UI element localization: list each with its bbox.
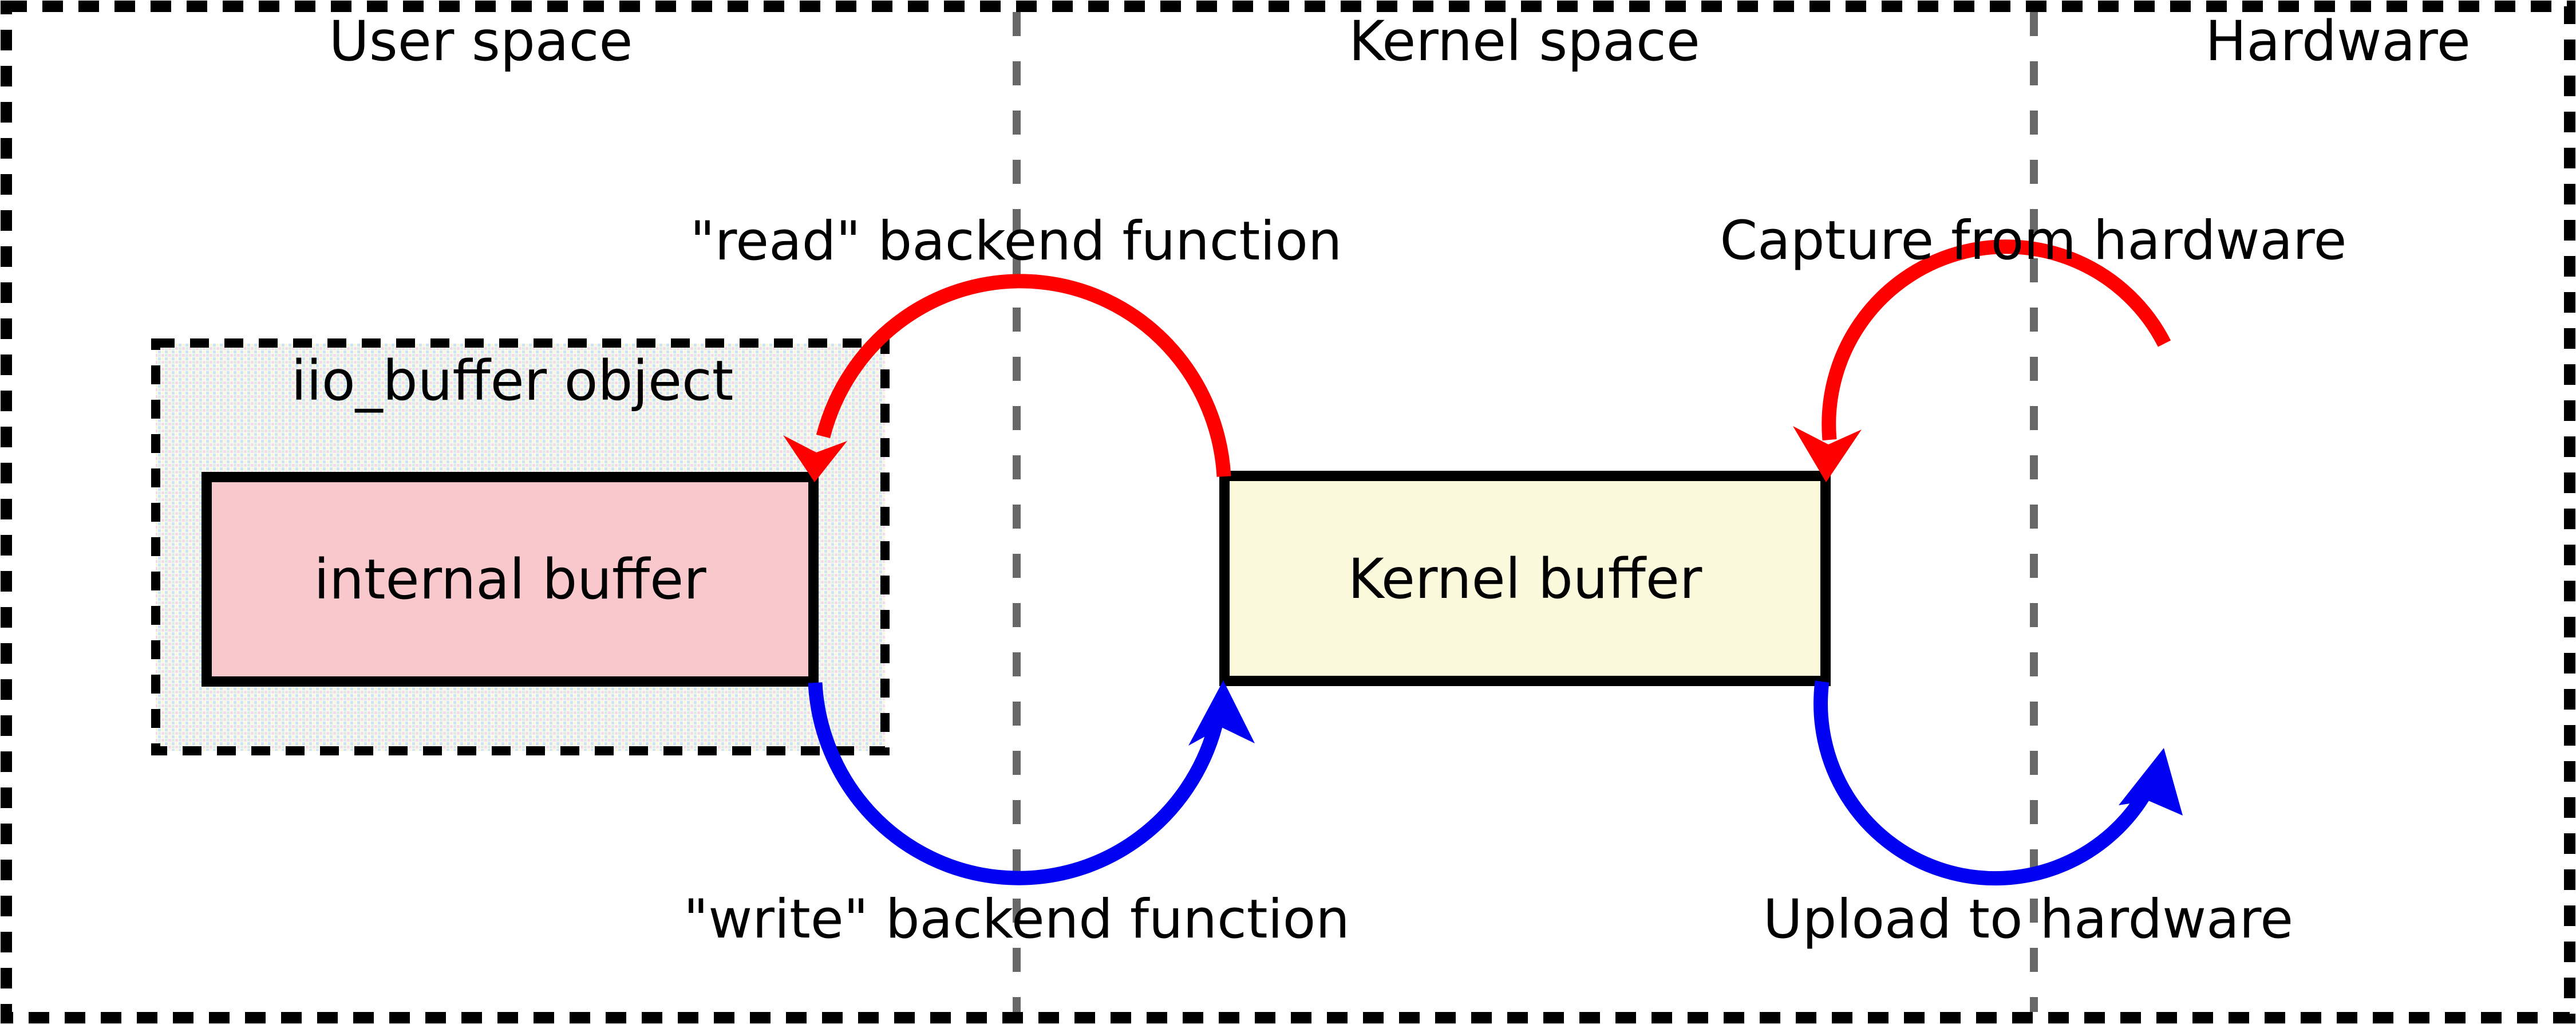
kernel-space-label: Kernel space — [1349, 9, 1700, 73]
internal-buffer-label: internal buffer — [314, 548, 706, 612]
write-backend-arrowhead — [1188, 680, 1255, 746]
upload-label: Upload to hardware — [1763, 888, 2293, 951]
user-space-label: User space — [329, 9, 633, 73]
internal-buffer-box — [202, 472, 819, 687]
capture-label: Capture from hardware — [1720, 210, 2347, 272]
write-backend-arrow — [808, 682, 1223, 885]
read-backend-arrow — [816, 274, 1231, 477]
upload-arrowhead — [2119, 748, 2183, 816]
hardware-label: Hardware — [2205, 9, 2471, 73]
capture-arrow — [1822, 239, 2171, 441]
kernel-buffer-box — [1219, 471, 1831, 686]
iio-buffer-object-label: iio_buffer object — [291, 349, 734, 413]
capture-arrowhead — [1793, 426, 1862, 482]
write-backend-label: "write" backend function — [683, 888, 1350, 951]
kernel-buffer-label: Kernel buffer — [1348, 547, 1702, 611]
upload-arrow — [1814, 680, 2152, 886]
read-backend-arrowhead — [783, 435, 847, 482]
read-backend-label: "read" backend function — [690, 210, 1342, 273]
